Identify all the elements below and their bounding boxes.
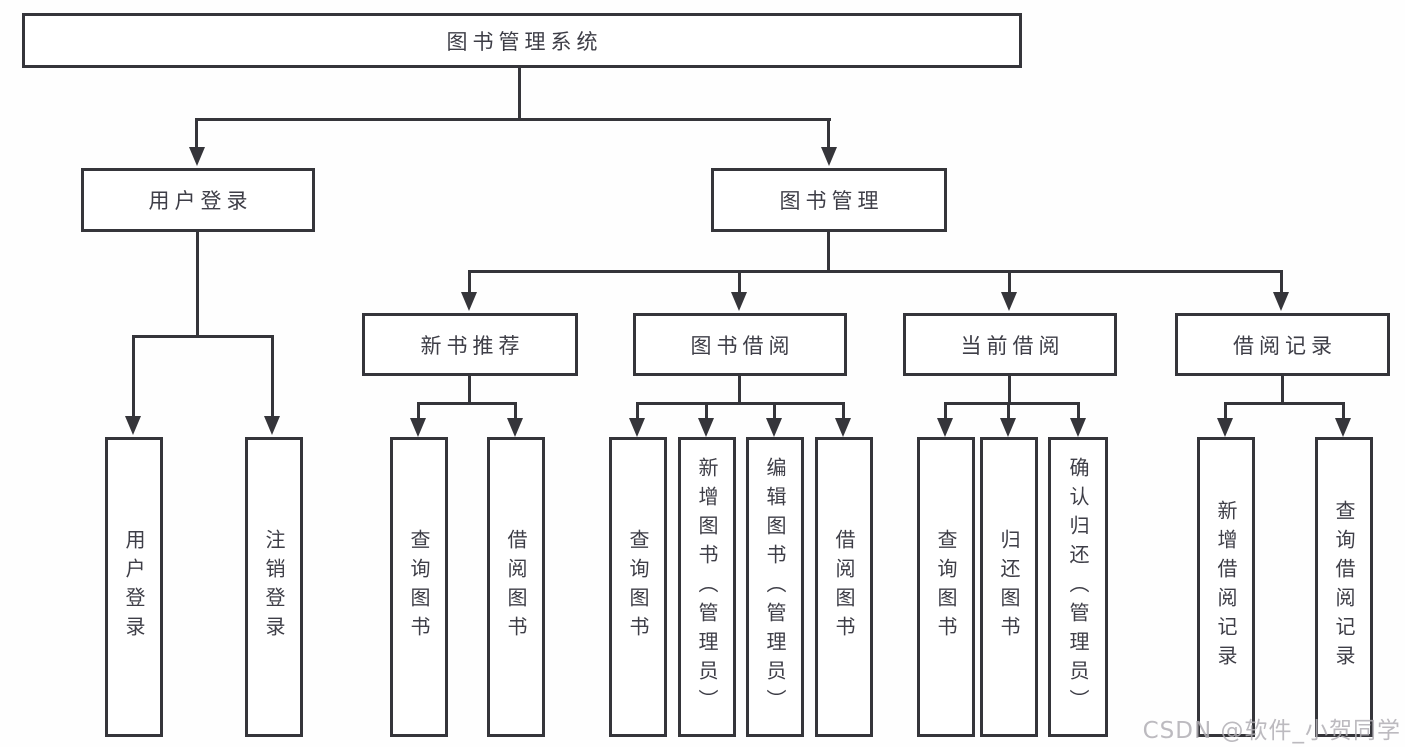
arrowhead-down-icon	[189, 147, 205, 166]
node-book-borrowing: 图书借阅	[633, 313, 847, 376]
arrowhead-down-icon	[264, 416, 280, 435]
node-user-login: 用户登录	[81, 168, 315, 232]
arrowhead-down-icon	[507, 418, 523, 437]
connector-line	[1008, 270, 1011, 295]
connector-line	[944, 402, 947, 419]
leaf-query-book-recommend: 查询图书	[390, 437, 448, 737]
node-current-borrowing: 当前借阅	[903, 313, 1117, 376]
connector-line	[468, 376, 471, 404]
connector-line	[827, 118, 830, 152]
leaf-logout: 注销登录	[245, 437, 303, 737]
arrowhead-down-icon	[731, 292, 747, 311]
leaf-edit-book-admin: 编辑图书（管理员）	[746, 437, 804, 737]
leaf-borrow-book: 借阅图书	[815, 437, 873, 737]
connector-line	[196, 232, 199, 337]
leaf-return-book: 归还图书	[980, 437, 1038, 737]
connector-line	[827, 232, 830, 272]
node-root: 图书管理系统	[22, 13, 1022, 68]
node-book-management: 图书管理	[711, 168, 947, 232]
leaf-add-borrow-record: 新增借阅记录	[1197, 437, 1255, 737]
connector-line	[1008, 376, 1011, 404]
connector-line	[842, 402, 845, 419]
connector-line	[1224, 402, 1227, 419]
arrowhead-down-icon	[461, 292, 477, 311]
connector-line	[773, 402, 776, 419]
connector-line	[417, 402, 420, 419]
arrowhead-down-icon	[410, 418, 426, 437]
leaf-borrow-book-recommend: 借阅图书	[487, 437, 545, 737]
connector-line	[705, 402, 708, 419]
arrowhead-down-icon	[1335, 418, 1351, 437]
connector-line	[1077, 402, 1080, 419]
leaf-query-borrow-record: 查询借阅记录	[1315, 437, 1373, 737]
connector-line	[514, 402, 517, 419]
node-new-book-recommend: 新书推荐	[362, 313, 578, 376]
connector-line	[518, 68, 521, 120]
node-borrowing-records: 借阅记录	[1175, 313, 1390, 376]
connector-line	[1342, 402, 1345, 419]
connector-line	[468, 270, 1283, 273]
arrowhead-down-icon	[1000, 418, 1016, 437]
connector-line	[636, 402, 639, 419]
connector-line	[1281, 376, 1284, 404]
leaf-user-login: 用户登录	[105, 437, 163, 737]
connector-line	[944, 402, 1080, 405]
connector-line	[1280, 270, 1283, 295]
connector-line	[195, 118, 831, 121]
leaf-query-book-current: 查询图书	[917, 437, 975, 737]
connector-line	[636, 402, 845, 405]
arrowhead-down-icon	[1070, 418, 1086, 437]
arrowhead-down-icon	[698, 418, 714, 437]
connector-line	[271, 335, 274, 419]
arrowhead-down-icon	[835, 418, 851, 437]
connector-line	[417, 402, 517, 405]
csdn-watermark: CSDN @软件_小贺同学	[1142, 718, 1401, 744]
arrowhead-down-icon	[766, 418, 782, 437]
connector-line	[1007, 402, 1010, 419]
connector-line	[1224, 402, 1345, 405]
arrowhead-down-icon	[125, 416, 141, 435]
arrowhead-down-icon	[1217, 418, 1233, 437]
connector-line	[132, 335, 135, 419]
connector-line	[738, 270, 741, 295]
arrowhead-down-icon	[1001, 292, 1017, 311]
arrowhead-down-icon	[1273, 292, 1289, 311]
arrowhead-down-icon	[821, 147, 837, 166]
connector-line	[468, 270, 471, 295]
connector-line	[195, 118, 198, 152]
arrowhead-down-icon	[629, 418, 645, 437]
leaf-confirm-return-admin: 确认归还（管理员）	[1048, 437, 1108, 737]
connector-line	[738, 376, 741, 404]
arrowhead-down-icon	[937, 418, 953, 437]
leaf-query-book-borrowing: 查询图书	[609, 437, 667, 737]
leaf-add-book-admin: 新增图书（管理员）	[678, 437, 736, 737]
connector-line	[132, 335, 274, 338]
